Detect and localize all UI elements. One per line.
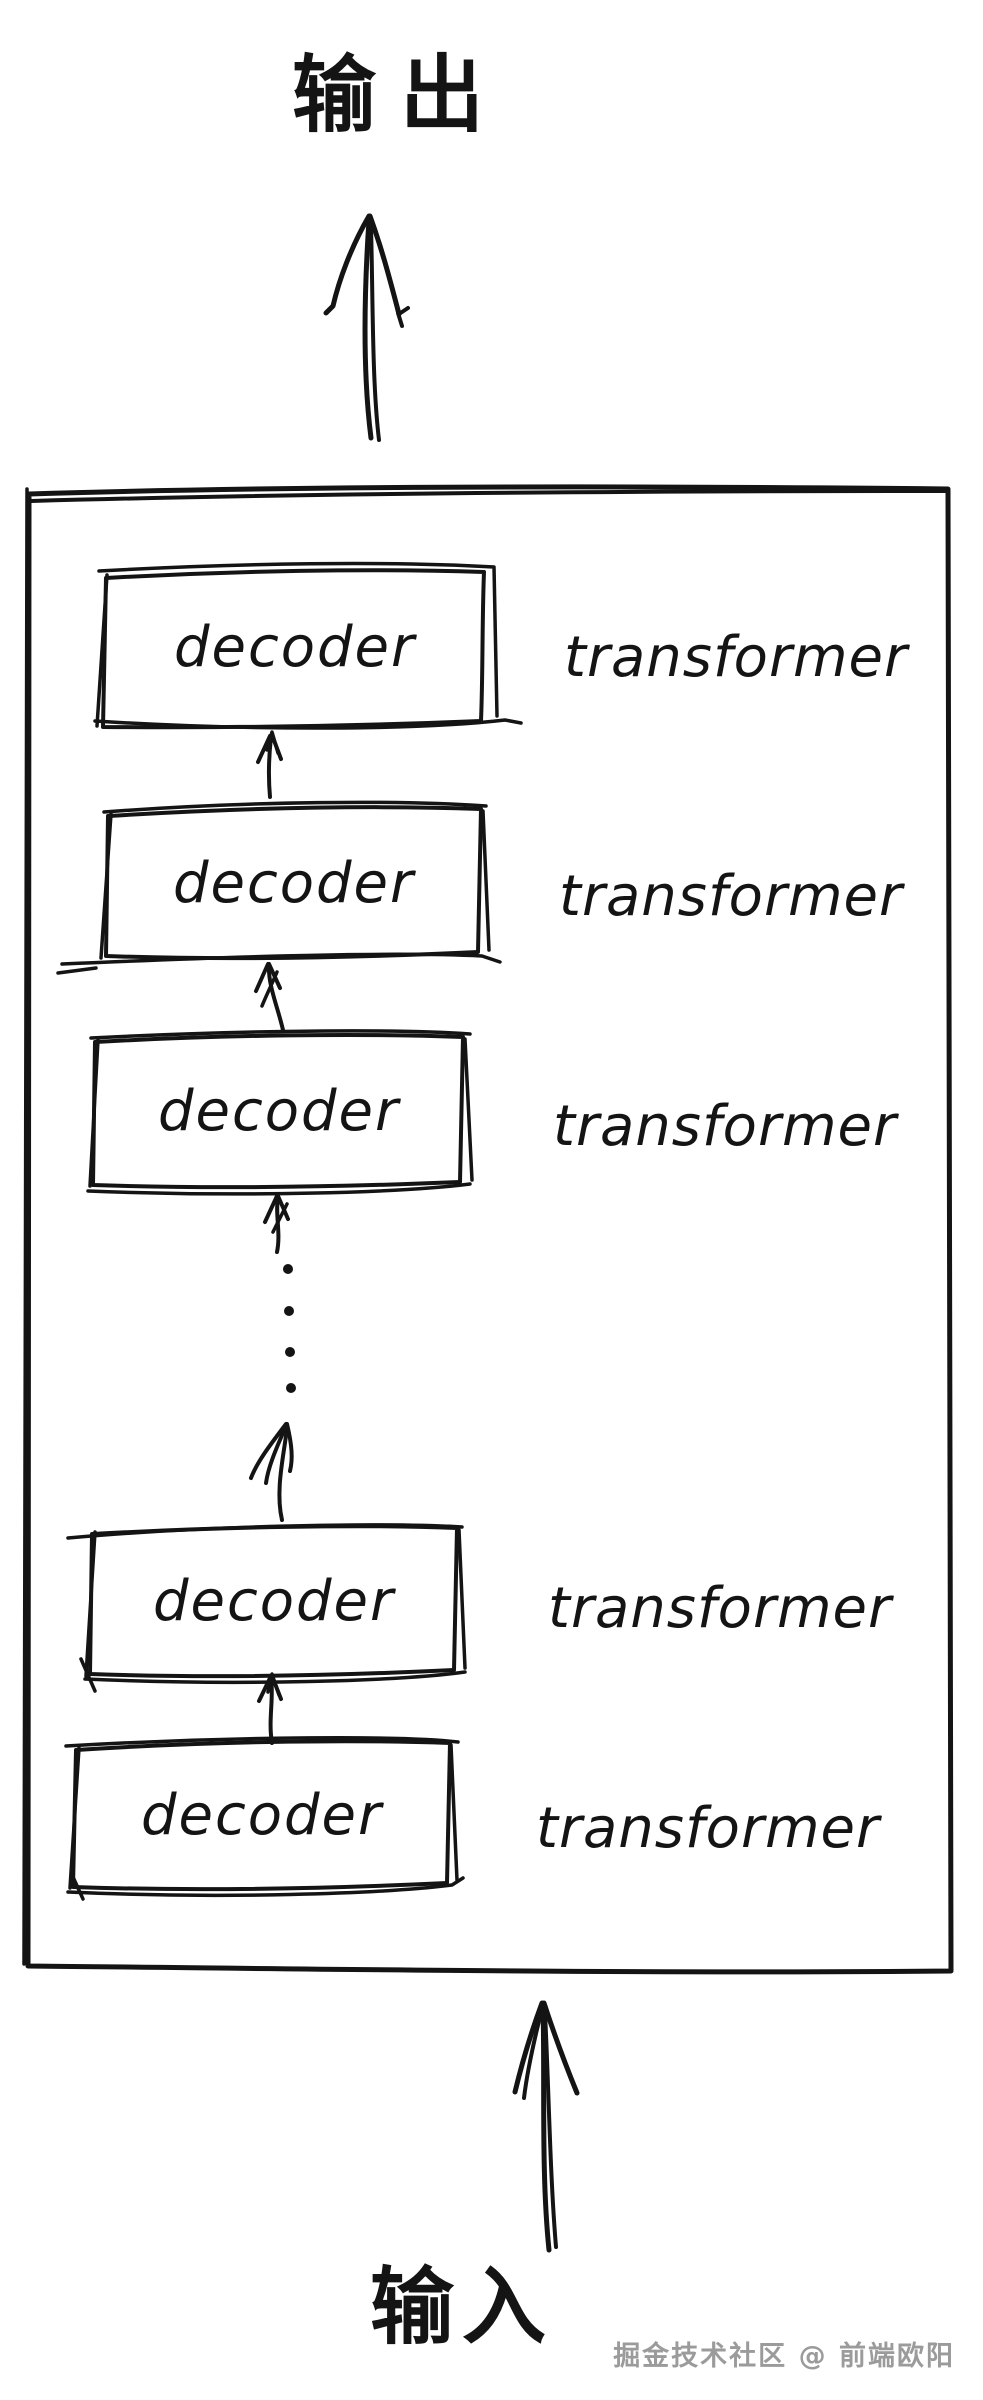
input-arrow [512, 2000, 580, 2253]
transformer-label-4: transformer [548, 1576, 894, 1641]
decoder-label-2: decoder [173, 851, 416, 916]
arrow-layer3-to-layer2 [254, 962, 285, 1032]
input-label: 输入 [370, 2258, 554, 2356]
transformer-label-1: transformer [564, 625, 910, 690]
output-arrow [323, 213, 410, 442]
transformer-label-2: transformer [559, 864, 905, 929]
decoder-box-2 [56, 800, 502, 975]
transformer-label-3: transformer [553, 1094, 899, 1159]
decoder-label-1: decoder [174, 615, 417, 680]
decoder-box-1 [93, 561, 523, 730]
decoder-box-3 [86, 1029, 474, 1196]
arrow-dots-to-layer3 [263, 1194, 290, 1254]
arrow-layer4-to-dots [249, 1422, 294, 1522]
decoder-box-4 [66, 1523, 467, 1693]
decoder-label-4: decoder [153, 1569, 396, 1634]
output-label: 输出 [292, 46, 508, 144]
arrow-layer5-to-layer4 [257, 1672, 283, 1745]
arrow-layer2-to-layer1 [256, 730, 283, 799]
decoder-label-3: decoder [158, 1079, 401, 1144]
decoder-label-5: decoder [141, 1783, 384, 1848]
watermark: 掘金技术社区 @ 前端欧阳 [613, 2340, 955, 2372]
decoder-box-5 [64, 1736, 465, 1901]
ellipsis-dots [283, 1264, 296, 1393]
stack-outer-box [22, 484, 954, 1975]
transformer-label-5: transformer [536, 1796, 882, 1861]
